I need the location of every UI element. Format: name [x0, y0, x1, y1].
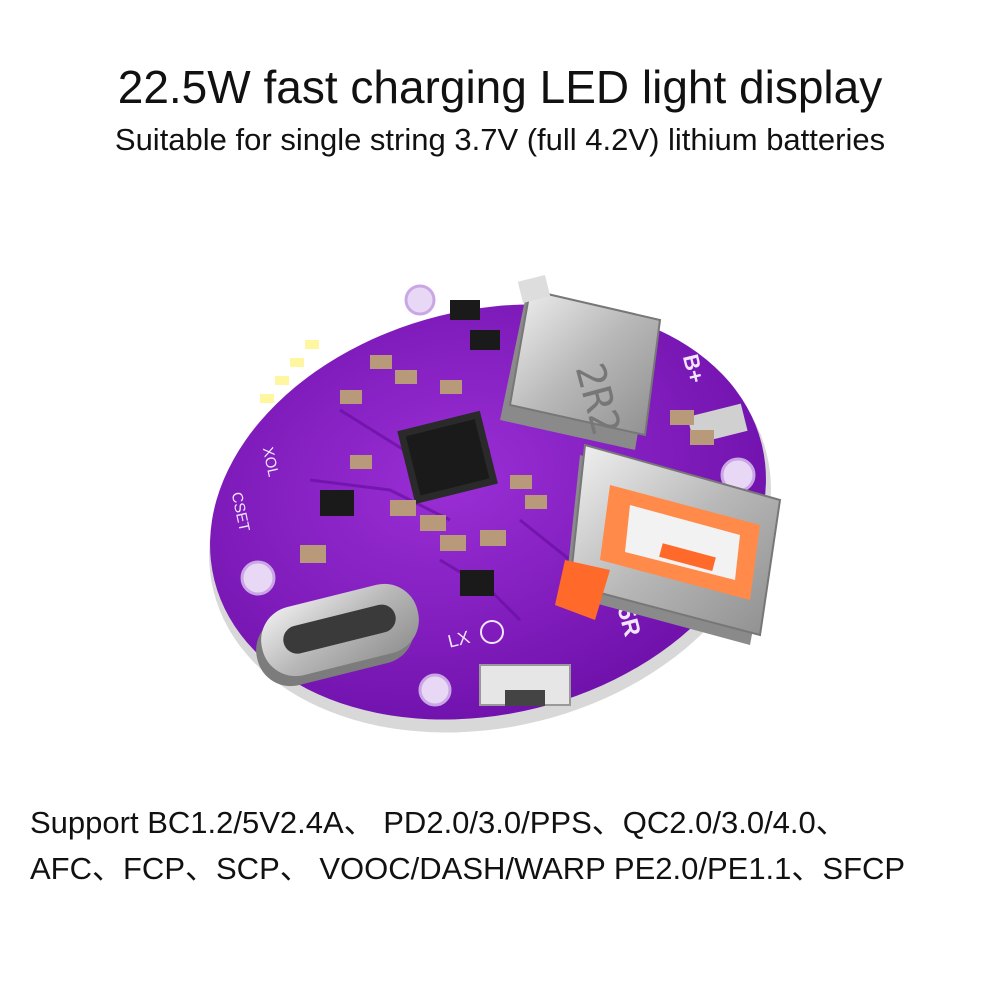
usb-a-port	[555, 443, 782, 645]
page-subtitle: Suitable for single string 3.7V (full 4.…	[114, 122, 886, 157]
support-line-2: AFC、FCP、SCP、 VOOC/DASH/WARP PE2.0/PE1.1、…	[30, 851, 906, 886]
mounting-holes	[240, 284, 756, 707]
battery-pad	[517, 274, 551, 304]
controller-ic	[397, 410, 498, 505]
smd-components	[300, 300, 714, 596]
brand-logo	[480, 620, 504, 644]
push-button	[479, 664, 571, 706]
indicator-leds	[260, 340, 319, 403]
power-inductor: 2R2	[500, 288, 662, 450]
support-protocols: Support BC1.2/5V2.4A、 PD2.0/3.0/PPS、QC2.…	[30, 800, 980, 892]
support-line-1: Support BC1.2/5V2.4A、 PD2.0/3.0/PPS、QC2.…	[30, 805, 847, 840]
page-title: 22.5W fast charging LED light display	[117, 61, 883, 113]
usb-c-port	[256, 583, 419, 687]
silk-xol-label: XOL	[259, 445, 282, 478]
pcb-photo: 2R2 B+ CSET XOL LX-PB225R	[209, 274, 782, 733]
